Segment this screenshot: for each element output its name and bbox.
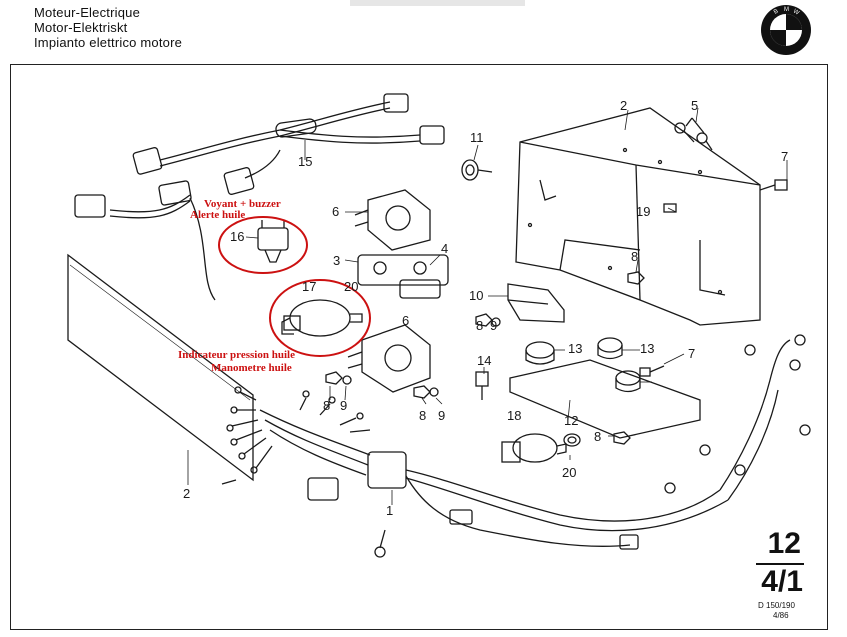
bmw-logo: B M W xyxy=(761,5,811,55)
callout-16: 16 xyxy=(230,229,244,244)
callout-19: 19 xyxy=(636,204,650,219)
callout-8-plate: 8 xyxy=(594,429,601,444)
rubber-mounts-13 xyxy=(525,337,641,393)
callout-1: 1 xyxy=(386,503,393,518)
page-date: 4/86 xyxy=(773,611,789,620)
logo-letter-b: B xyxy=(773,9,779,16)
callout-7-lower: 7 xyxy=(688,346,695,361)
callout-20-upper: 20 xyxy=(344,279,358,294)
fuse-holder-10 xyxy=(507,283,565,323)
screw-7-right xyxy=(759,179,788,191)
main-harness-1 xyxy=(226,334,811,558)
oil-sender-18 xyxy=(501,433,567,463)
callout-17: 17 xyxy=(302,279,316,294)
callout-6-lower: 6 xyxy=(402,313,409,328)
callout-15: 15 xyxy=(298,154,312,169)
annotation-pressure-line2: Manometre huile xyxy=(211,362,292,374)
callout-7-right: 7 xyxy=(781,149,788,164)
pressure-sensor-17 xyxy=(281,299,363,337)
callout-14: 14 xyxy=(477,353,491,368)
page-number-rule xyxy=(756,563,804,565)
callout-9-left: 9 xyxy=(340,398,347,413)
logo-letter-m: M xyxy=(784,7,789,13)
callout-9-fuse: 9 xyxy=(490,318,497,333)
callout-18: 18 xyxy=(507,408,521,423)
callout-8-mid: 8 xyxy=(419,408,426,423)
callout-2-plate: 2 xyxy=(183,486,190,501)
callout-8-box: 8 xyxy=(631,249,638,264)
callout-numbers: 1 2 2 3 4 5 6 6 7 7 8 8 8 8 8 9 9 9 10 1… xyxy=(183,98,788,518)
annotation-circles xyxy=(218,216,371,357)
callout-10: 10 xyxy=(469,288,483,303)
housing-box xyxy=(515,107,761,326)
callout-9-mid: 9 xyxy=(438,408,445,423)
top-gray-strip xyxy=(350,0,525,6)
grommet-11 xyxy=(461,159,493,181)
circle-pressure-17-20 xyxy=(269,279,371,357)
header-title-sv: Motor-Elektriskt xyxy=(34,20,128,35)
header-title-fr: Moteur-Electrique xyxy=(34,5,140,20)
annotation-buzzer-line2: Alerte huile xyxy=(190,209,246,221)
mounting-plate-12 xyxy=(509,359,701,439)
circle-buzzer-16 xyxy=(218,216,308,274)
callout-5: 5 xyxy=(691,98,698,113)
callout-13-a: 13 xyxy=(568,341,582,356)
wiring-harness-15 xyxy=(74,93,445,301)
page-group-number: 12 xyxy=(767,527,801,560)
page-code: D 150/190 xyxy=(758,601,795,610)
callout-6-upper: 6 xyxy=(332,204,339,219)
page-sheet-number: 4/1 xyxy=(761,565,803,598)
relay-6-lower xyxy=(347,324,431,393)
callout-12: 12 xyxy=(564,413,578,428)
callout-11: 11 xyxy=(470,130,484,145)
header-title-it: Impianto elettrico motore xyxy=(34,35,183,50)
callout-20-lower: 20 xyxy=(562,465,576,480)
logo-letter-w: W xyxy=(792,9,800,17)
annotation-pressure-line1: Indicateur pression huile xyxy=(178,349,295,361)
washer-20 xyxy=(563,433,581,447)
callout-8-left: 8 xyxy=(323,398,330,413)
callout-3: 3 xyxy=(333,253,340,268)
callout-4: 4 xyxy=(441,241,448,256)
annotation-buzzer-line1: Voyant + buzzer xyxy=(204,198,281,210)
callout-2-box: 2 xyxy=(620,98,627,113)
diagram-frame xyxy=(10,64,828,630)
sensor-16 xyxy=(257,220,289,263)
screws-5 xyxy=(674,117,713,151)
terminal-block-3-4 xyxy=(357,254,449,299)
leader-lines xyxy=(187,107,788,505)
callout-8-fuse: 8 xyxy=(476,318,483,333)
relay-6-upper xyxy=(354,189,431,251)
fasteners xyxy=(221,203,677,485)
back-plate xyxy=(67,253,254,482)
callout-13-b: 13 xyxy=(640,341,654,356)
